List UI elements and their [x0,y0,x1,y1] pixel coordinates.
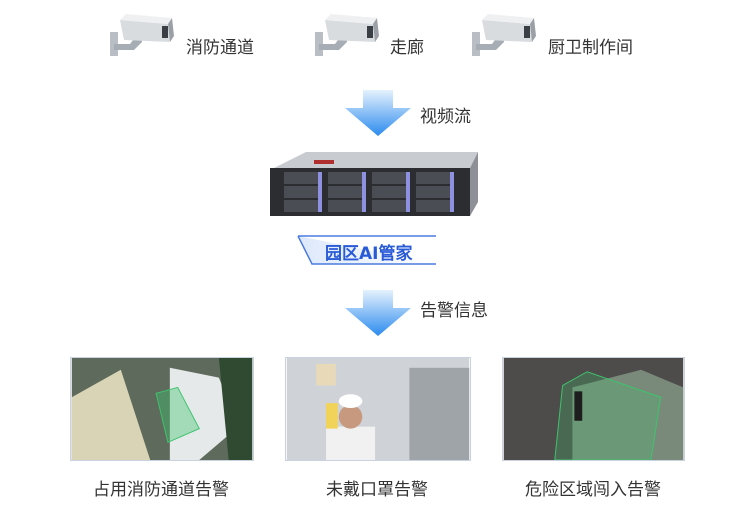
alert-caption-danger-zone: 危险区域闯入告警 [525,480,661,500]
camera-icon [313,10,383,60]
camera-label-corridor: 走廊 [390,38,424,58]
alert-image-fire-passage [70,357,254,461]
camera-label-kitchen: 厨卫制作间 [548,38,633,58]
down-arrow-icon [345,290,411,336]
platform-banner [297,235,436,265]
video-stream-label: 视频流 [420,107,471,127]
server-image [270,152,478,216]
alert-image-no-mask [285,357,471,461]
platform-label: 园区AI管家 [325,244,413,264]
camera-icon [470,10,540,60]
camera-label-fire-passage: 消防通道 [186,38,254,58]
camera-icon [108,10,178,60]
alert-caption-fire-passage: 占用消防通道告警 [93,480,229,500]
alert-image-danger-zone [502,357,685,461]
down-arrow-icon [345,90,411,136]
alert-caption-no-mask: 未戴口罩告警 [326,480,428,500]
alert-info-label: 告警信息 [420,301,488,321]
